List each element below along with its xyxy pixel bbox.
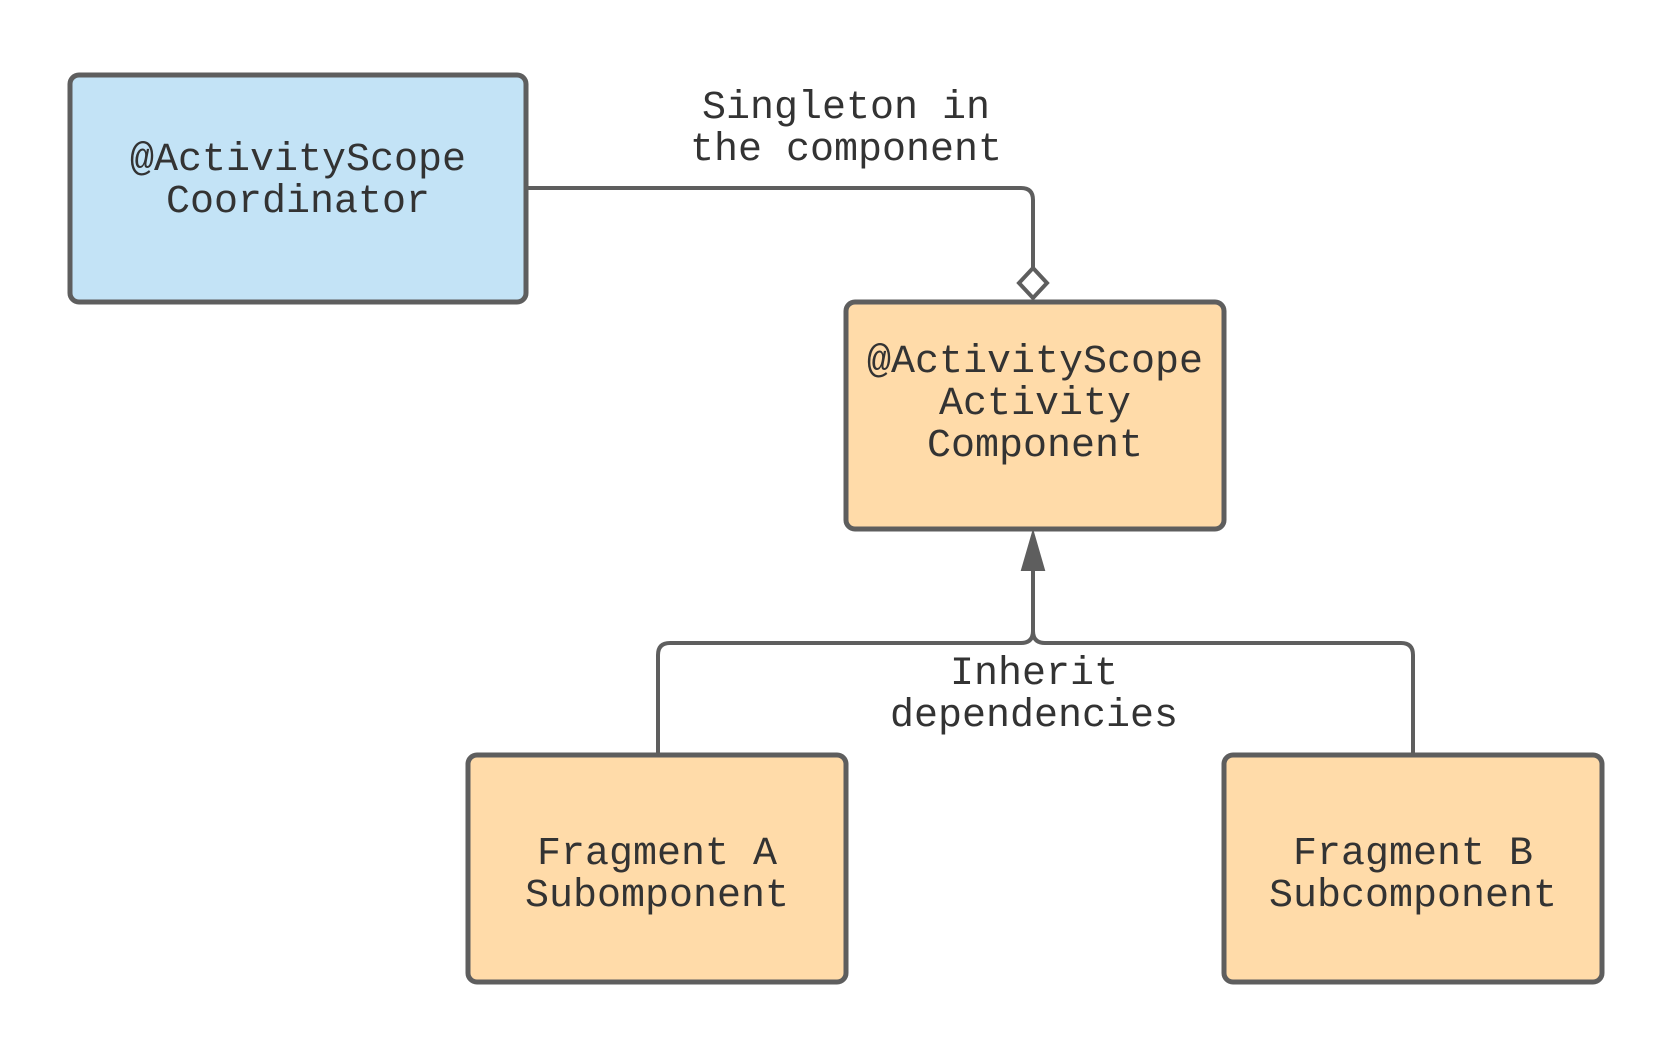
singleton-edge-label-line-2: the component bbox=[690, 128, 1002, 173]
activity-component-label-line-2: Activity bbox=[939, 382, 1131, 427]
inherit-arrowhead-icon bbox=[1020, 528, 1046, 571]
inherit-edge-label-line-1: Inherit bbox=[950, 652, 1118, 697]
singleton-connector bbox=[526, 186, 1035, 268]
fragment-b-label-line-1: Fragment B bbox=[1293, 832, 1533, 877]
singleton-edge-label-line-1: Singleton in bbox=[702, 86, 990, 131]
coordinator-label-line-1: @ActivityScope bbox=[130, 138, 466, 183]
fragment-b-label-line-2: Subcomponent bbox=[1269, 874, 1557, 919]
fragment-a-box bbox=[465, 752, 849, 985]
fragment-b-node[interactable]: Fragment B Subcomponent bbox=[1221, 752, 1605, 985]
coordinator-box bbox=[67, 72, 529, 305]
activity-component-node[interactable]: @ActivityScope Activity Component bbox=[843, 299, 1227, 532]
fragment-a-label-line-2: Subomponent bbox=[525, 874, 789, 919]
inherit-connector bbox=[1031, 630, 1415, 755]
aggregation-diamond-icon bbox=[1016, 265, 1050, 301]
inherit-edge-label-line-2: dependencies bbox=[890, 694, 1178, 739]
fragment-b-box bbox=[1221, 752, 1605, 985]
activity-component-box bbox=[843, 299, 1227, 532]
activity-component-label-line-3: Component bbox=[927, 424, 1143, 469]
coordinator-label-line-2: Coordinator bbox=[166, 180, 430, 225]
activity-component-label-line-1: @ActivityScope bbox=[867, 340, 1203, 385]
fragment-a-node[interactable]: Fragment A Subomponent bbox=[465, 752, 849, 985]
fragment-a-label-line-1: Fragment A bbox=[537, 832, 777, 877]
coordinator-node[interactable]: @ActivityScope Coordinator bbox=[67, 72, 529, 305]
